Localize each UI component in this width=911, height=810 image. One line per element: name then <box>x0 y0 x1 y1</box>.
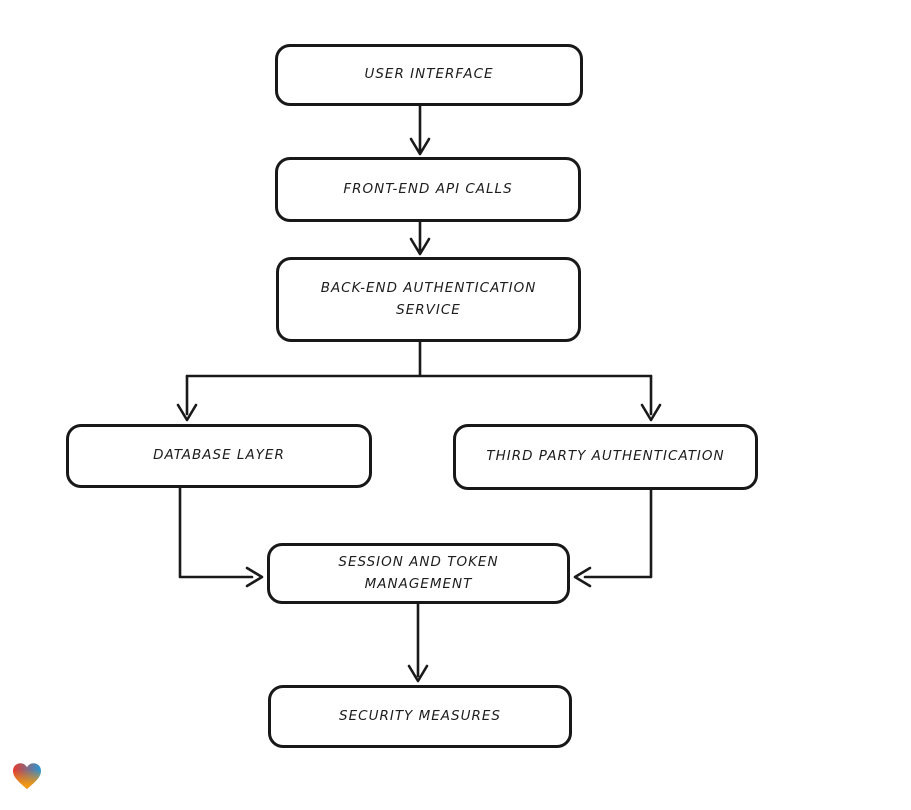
edge-front-end-to-back-end <box>409 220 431 256</box>
node-database-layer[interactable]: DATABASE LAYER <box>66 424 372 488</box>
node-label: SECURITY MEASURES <box>339 707 501 724</box>
node-security-measures[interactable]: SECURITY MEASURES <box>268 685 572 748</box>
node-label: FRONT-END API CALLS <box>343 180 513 197</box>
node-label: SESSION AND TOKEN MANAGEMENT <box>338 553 499 592</box>
edge-session-to-security <box>407 602 429 683</box>
edge-database-to-session <box>178 486 264 588</box>
edge-third-party-to-session <box>573 488 653 588</box>
edge-branch-to-database-layer <box>176 374 198 422</box>
node-session-and-token-management[interactable]: SESSION AND TOKEN MANAGEMENT <box>267 543 570 604</box>
node-label: BACK-END AUTHENTICATION SERVICE <box>320 279 537 318</box>
node-user-interface[interactable]: USER INTERFACE <box>275 44 583 106</box>
edge-back-end-branch-stem <box>185 340 653 378</box>
edge-branch-to-third-party <box>640 374 662 422</box>
gradient-heart-icon[interactable] <box>11 759 43 793</box>
node-label: DATABASE LAYER <box>153 447 285 464</box>
node-label: USER INTERFACE <box>364 66 494 83</box>
node-back-end-authentication-service[interactable]: BACK-END AUTHENTICATION SERVICE <box>276 257 581 342</box>
node-third-party-authentication[interactable]: THIRD PARTY AUTHENTICATION <box>453 424 758 490</box>
node-label: THIRD PARTY AUTHENTICATION <box>486 448 725 465</box>
node-front-end-api-calls[interactable]: FRONT-END API CALLS <box>275 157 581 222</box>
edge-user-interface-to-front-end <box>409 104 431 156</box>
